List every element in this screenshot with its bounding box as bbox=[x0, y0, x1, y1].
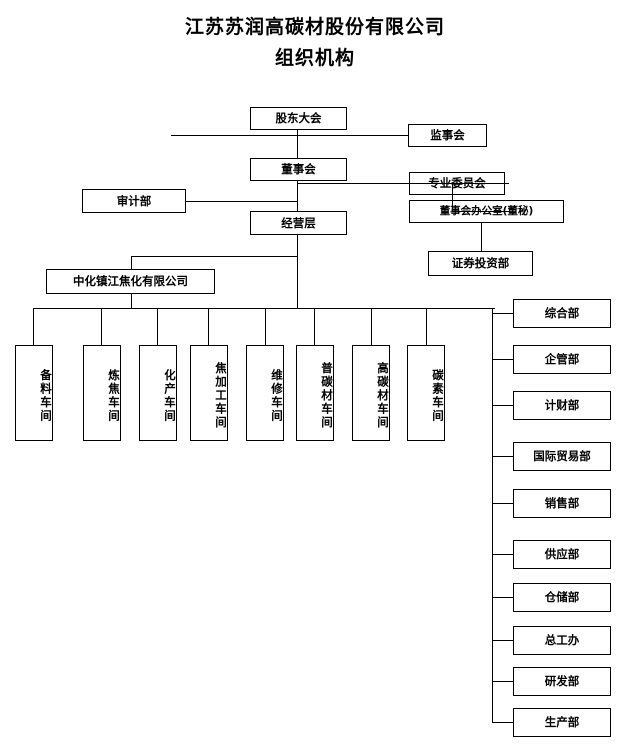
connector-department-stub-8 bbox=[492, 640, 513, 642]
connector-department-spine bbox=[492, 308, 494, 722]
connector-office-stub bbox=[452, 211, 509, 213]
connector-supervisory-horizontal bbox=[171, 135, 408, 137]
department-box[interactable]: 企管部 bbox=[513, 345, 611, 374]
department-box[interactable]: 销售部 bbox=[513, 489, 611, 518]
connector-workshop-drop-4 bbox=[208, 308, 210, 346]
chart-title-block: 江苏苏润高碳材股份有限公司 组织机构 bbox=[0, 12, 630, 74]
node-supervisory-board[interactable]: 监事会 bbox=[408, 124, 487, 147]
connector-department-stub-2 bbox=[492, 359, 513, 361]
connector-board-to-management bbox=[297, 181, 299, 211]
connector-department-stub-7 bbox=[492, 597, 513, 599]
department-box[interactable]: 国际贸易部 bbox=[513, 442, 611, 471]
department-box[interactable]: 研发部 bbox=[513, 667, 611, 696]
connector-workshop-drop-5 bbox=[265, 308, 267, 346]
connector-audit-horizontal bbox=[186, 201, 298, 203]
workshop-box[interactable]: 炼焦车间 bbox=[83, 345, 121, 441]
connector-department-stub-6 bbox=[492, 554, 513, 556]
connector-department-stub-3 bbox=[492, 405, 513, 407]
department-box[interactable]: 计财部 bbox=[513, 391, 611, 420]
connector-management-down bbox=[297, 235, 299, 308]
connector-department-stub-1 bbox=[492, 313, 513, 315]
connector-workshop-drop-6 bbox=[314, 308, 316, 346]
department-box[interactable]: 综合部 bbox=[513, 299, 611, 328]
connector-department-stub-10 bbox=[492, 722, 513, 724]
workshop-box[interactable]: 碳素车间 bbox=[407, 345, 445, 441]
connector-shareholders-to-board bbox=[297, 130, 299, 158]
page-title-line2: 组织机构 bbox=[274, 47, 355, 69]
department-box[interactable]: 总工办 bbox=[513, 626, 611, 655]
department-box[interactable]: 仓储部 bbox=[513, 583, 611, 612]
connector-workshop-drop-1 bbox=[33, 308, 35, 346]
workshop-box[interactable]: 维修车间 bbox=[246, 345, 284, 441]
connector-department-stub-4 bbox=[492, 456, 513, 458]
workshop-box[interactable]: 化产车间 bbox=[139, 345, 177, 441]
workshop-box[interactable]: 普碳材车间 bbox=[296, 345, 334, 441]
node-management-level[interactable]: 经营层 bbox=[250, 211, 347, 235]
connector-main-bus bbox=[33, 308, 495, 310]
node-subsidiary[interactable]: 中化镇江焦化有限公司 bbox=[46, 269, 215, 294]
connector-workshop-drop-7 bbox=[371, 308, 373, 346]
page-title-line1: 江苏苏润高碳材股份有限公司 bbox=[184, 16, 445, 38]
connector-board-right-horizontal bbox=[297, 183, 453, 185]
node-board-of-directors[interactable]: 董事会 bbox=[250, 158, 347, 181]
connector-subsidiary-to-bus bbox=[131, 294, 133, 308]
node-securities-investment[interactable]: 证券投资部 bbox=[428, 251, 533, 276]
workshop-box[interactable]: 备料车间 bbox=[15, 345, 53, 441]
connector-department-stub-5 bbox=[492, 503, 513, 505]
workshop-box[interactable]: 焦加工车间 bbox=[190, 345, 228, 441]
node-audit-department[interactable]: 审计部 bbox=[82, 189, 186, 213]
workshop-box[interactable]: 高碳材车间 bbox=[352, 345, 390, 441]
department-box[interactable]: 生产部 bbox=[513, 708, 611, 737]
connector-department-stub-9 bbox=[492, 681, 513, 683]
connector-workshop-drop-3 bbox=[157, 308, 159, 346]
connector-committee-bracket-vertical bbox=[452, 183, 454, 212]
connector-committee-stub bbox=[452, 183, 509, 185]
node-shareholders-meeting[interactable]: 股东大会 bbox=[250, 107, 347, 130]
connector-subsidiary-drop bbox=[131, 256, 133, 270]
connector-subsidiary-horizontal bbox=[131, 256, 297, 258]
connector-workshop-drop-8 bbox=[426, 308, 428, 346]
connector-office-to-securities bbox=[481, 223, 483, 251]
connector-workshop-drop-2 bbox=[101, 308, 103, 346]
department-box[interactable]: 供应部 bbox=[513, 540, 611, 569]
